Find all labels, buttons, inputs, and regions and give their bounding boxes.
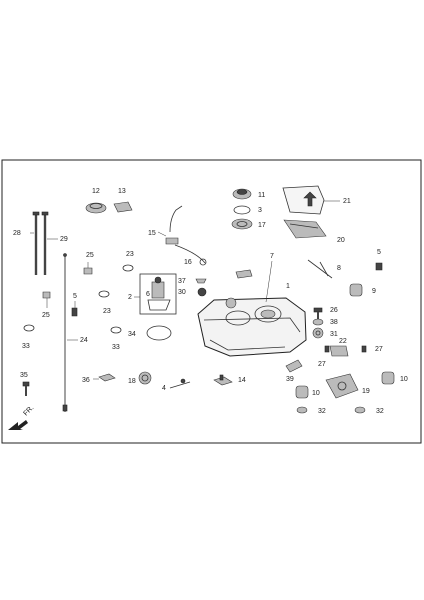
rod-28-29 bbox=[32, 211, 49, 275]
clamp-23-b bbox=[98, 290, 110, 298]
callout-13: 13 bbox=[118, 188, 126, 195]
callout-28: 28 bbox=[13, 230, 21, 237]
fuel-cap-11 bbox=[232, 188, 252, 200]
nut-31 bbox=[312, 327, 324, 339]
callout-21: 21 bbox=[343, 198, 351, 205]
callout-4: 4 bbox=[162, 385, 166, 392]
gasket-3 bbox=[233, 205, 251, 215]
nut-30 bbox=[197, 287, 207, 297]
cover-21 bbox=[282, 185, 325, 215]
fitting-35 bbox=[98, 373, 116, 382]
callout-19: 19 bbox=[362, 388, 370, 395]
callout-2: 2 bbox=[128, 294, 132, 301]
callout-23-b: 23 bbox=[103, 308, 111, 315]
callout-9: 9 bbox=[372, 288, 376, 295]
nut-32-right bbox=[354, 406, 366, 414]
hose-8 bbox=[307, 259, 333, 279]
fuel-hose-15 bbox=[165, 205, 183, 245]
callout-30: 30 bbox=[178, 289, 186, 296]
fuel-pump-assembly-2 bbox=[139, 273, 177, 315]
screw-27-a bbox=[324, 345, 330, 353]
callout-26: 26 bbox=[330, 307, 338, 314]
washer-36 bbox=[195, 278, 207, 284]
screw-27-b bbox=[361, 345, 367, 353]
callout-8: 8 bbox=[337, 265, 341, 272]
callout-11: 11 bbox=[258, 192, 265, 199]
callout-24: 24 bbox=[80, 337, 88, 344]
clamp-25-top bbox=[83, 262, 93, 275]
callout-10-right: 10 bbox=[400, 376, 408, 383]
diagram-frame bbox=[1, 159, 422, 444]
nut-32-left bbox=[296, 406, 308, 414]
callout-22: 22 bbox=[339, 338, 347, 345]
callout-1: 1 bbox=[286, 283, 290, 290]
cap-10-right bbox=[381, 371, 395, 385]
pad-39 bbox=[235, 269, 253, 279]
callout-27-a: 27 bbox=[318, 361, 326, 368]
vent-tube-16 bbox=[174, 244, 207, 266]
washer-37 bbox=[312, 318, 324, 326]
callout-32-right: 32 bbox=[376, 408, 384, 415]
bolt-35 bbox=[22, 381, 30, 396]
callout-3: 3 bbox=[258, 207, 262, 214]
mount-19 bbox=[325, 373, 359, 399]
callout-5-right: 5 bbox=[377, 249, 381, 256]
callout-34: 34 bbox=[128, 331, 136, 338]
gasket-34 bbox=[146, 325, 172, 341]
callout-33-a: 33 bbox=[22, 343, 30, 350]
bracket-13 bbox=[113, 201, 133, 213]
ring-12 bbox=[85, 202, 107, 214]
callout-5-left: 5 bbox=[73, 293, 77, 300]
callout-36: 37 bbox=[178, 278, 186, 285]
callout-38: 39 bbox=[286, 376, 294, 383]
clip-5-left bbox=[71, 301, 78, 317]
hose-4 bbox=[169, 378, 191, 389]
cap-10-left bbox=[295, 385, 309, 399]
clamp-25-left bbox=[42, 291, 51, 308]
callout-16: 16 bbox=[184, 259, 192, 266]
callout-33-b: 33 bbox=[112, 344, 120, 351]
callout-25-top: 25 bbox=[86, 252, 94, 259]
callout-17: 17 bbox=[258, 222, 266, 229]
bracket-22 bbox=[329, 345, 349, 357]
clamp-33-a bbox=[23, 324, 35, 332]
callout-35-left: 35 bbox=[20, 372, 28, 379]
callout-20: 20 bbox=[337, 237, 345, 244]
grommet-18 bbox=[138, 371, 152, 385]
cable-24 bbox=[62, 253, 68, 412]
clamp-23-a bbox=[122, 264, 134, 272]
cap-9 bbox=[349, 283, 363, 297]
callout-29: 29 bbox=[60, 236, 68, 243]
callout-12: 12 bbox=[92, 188, 100, 195]
callout-32-left: 32 bbox=[318, 408, 326, 415]
bracket-20 bbox=[283, 219, 327, 239]
filler-neck-17 bbox=[231, 218, 253, 230]
callout-31: 31 bbox=[330, 331, 338, 338]
callout-10-left: 10 bbox=[312, 390, 320, 397]
callout-15: 15 bbox=[148, 230, 156, 237]
callout-18: 18 bbox=[128, 378, 136, 385]
callout-27-b: 27 bbox=[375, 346, 383, 353]
front-direction-arrow bbox=[8, 420, 28, 430]
spacer-38 bbox=[285, 359, 303, 373]
valve-14 bbox=[213, 374, 233, 386]
clamp-33-b bbox=[110, 326, 122, 334]
callout-23-a: 23 bbox=[126, 251, 134, 258]
bolt-26 bbox=[313, 307, 323, 320]
callout-6: 6 bbox=[146, 291, 150, 298]
callout-7: 7 bbox=[270, 253, 274, 260]
callout-37: 38 bbox=[330, 319, 338, 326]
clip-5-right bbox=[375, 262, 383, 271]
fuel-tank-7 bbox=[197, 297, 307, 357]
callout-35-mid: 36 bbox=[82, 377, 90, 384]
callout-14: 14 bbox=[238, 377, 246, 384]
callout-25-left: 25 bbox=[42, 312, 50, 319]
